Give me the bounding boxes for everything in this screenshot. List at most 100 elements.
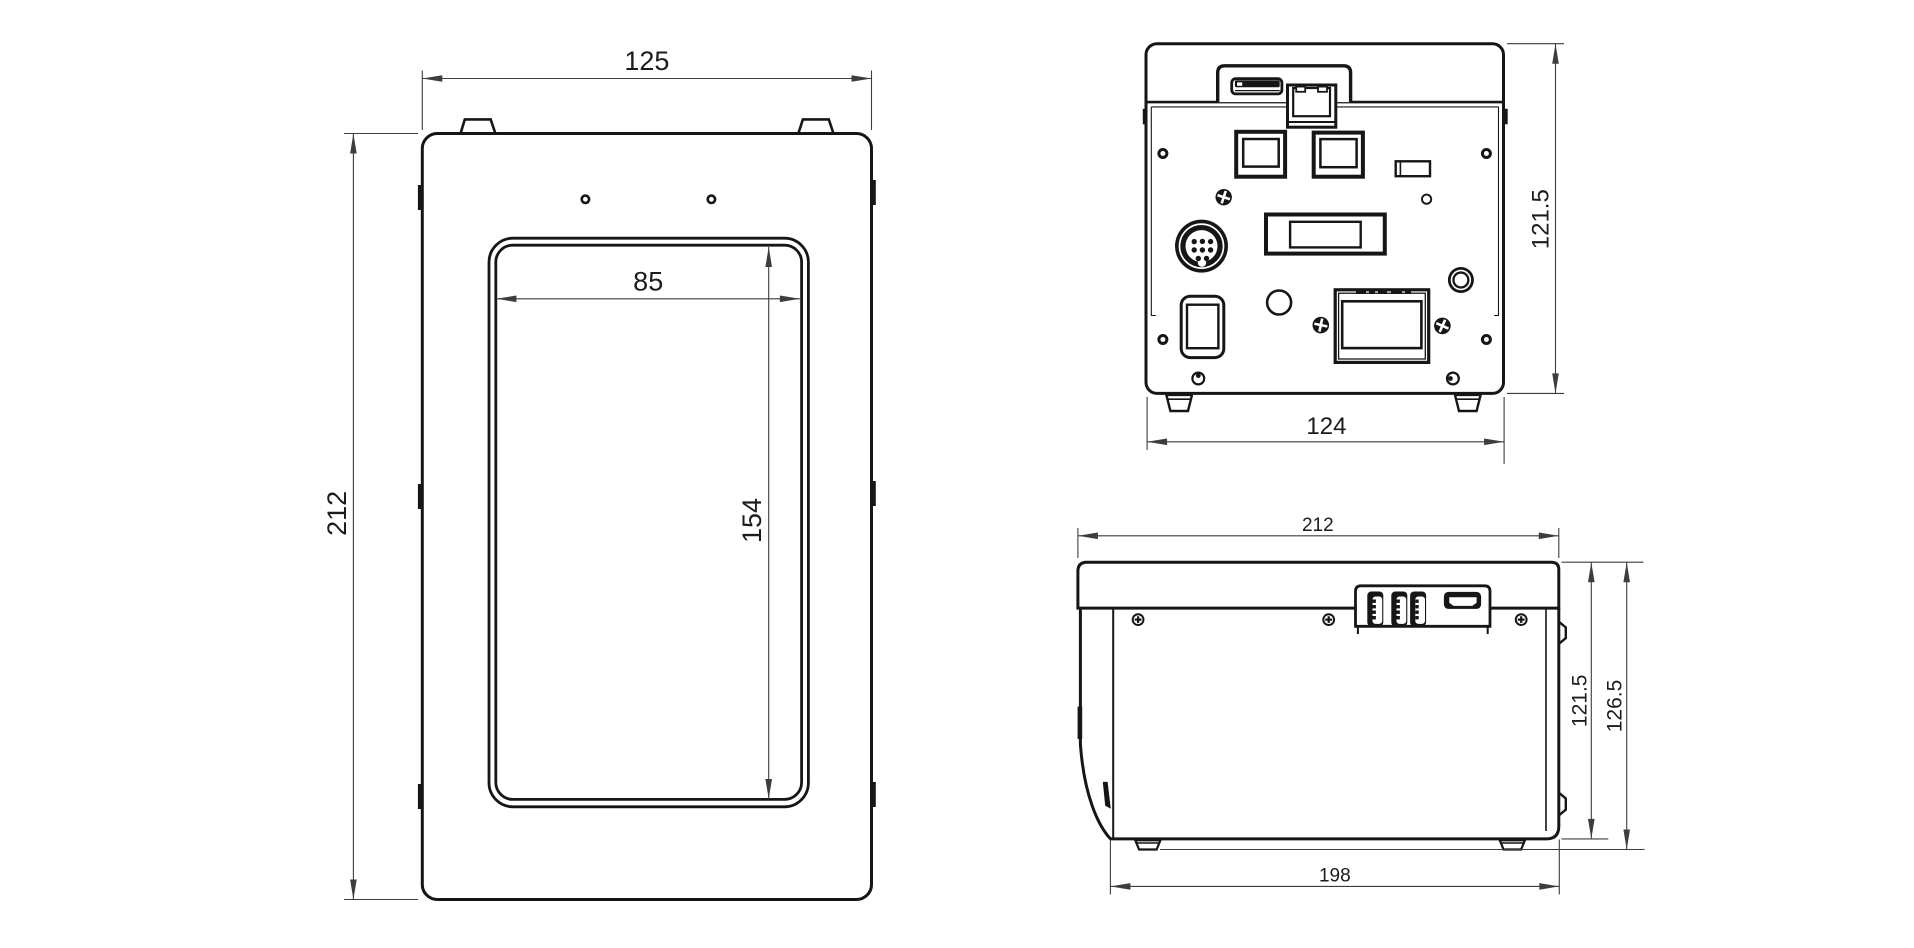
dim-front-width: 125 — [421, 46, 873, 130]
side-tab-bottom — [1558, 791, 1567, 817]
side-screw-1 — [1131, 613, 1145, 626]
back-foot-left — [1164, 393, 1194, 413]
dim-label-side-overall-height: 126.5 — [1604, 680, 1627, 733]
screw-outline — [1514, 613, 1528, 626]
screw-cross-v — [1317, 317, 1324, 333]
dim-label-back-height: 121.5 — [1527, 189, 1554, 249]
back-phillips-screw-1 — [1215, 188, 1232, 206]
screw-outline — [1322, 613, 1336, 626]
arrowhead — [765, 247, 772, 267]
arrowhead — [1077, 532, 1098, 540]
side-front-notch — [1077, 706, 1083, 739]
din-pin — [1191, 238, 1197, 245]
side-foot-right — [1498, 839, 1527, 851]
back-panel-edges — [1150, 106, 1500, 317]
back-notch-right — [1503, 108, 1508, 125]
power-switch-outline — [1179, 294, 1226, 360]
usb-port-1 — [1367, 591, 1384, 627]
back-din-connector — [1175, 219, 1228, 273]
front-notch-right-mid — [871, 481, 876, 506]
back-square-connector-left — [1234, 129, 1288, 179]
screw-outline — [1191, 371, 1206, 386]
arrowhead — [1588, 562, 1595, 583]
back-sd-slot — [1230, 77, 1284, 96]
din-pin — [1191, 247, 1197, 253]
back-slot-screw-right — [1445, 371, 1460, 386]
connector-opening — [1241, 137, 1280, 168]
back-panel-edge-left — [1150, 106, 1156, 317]
screw-cross-v — [1438, 318, 1447, 334]
front-dimensions: 125 212 85 154 — [322, 46, 873, 901]
arrowhead — [350, 133, 357, 154]
back-panel-edge-right — [1494, 106, 1500, 317]
connector-outline — [1311, 130, 1365, 179]
back-foot-right — [1453, 393, 1483, 413]
side-lid-outline — [1076, 560, 1561, 610]
din-ring — [1178, 223, 1225, 269]
arrowhead — [1588, 818, 1595, 839]
arrowhead — [496, 295, 517, 303]
dim-label-front-width: 125 — [624, 46, 669, 76]
hdmi-outline — [1333, 288, 1431, 364]
usb-contact — [1372, 610, 1376, 614]
hdmi-top-contacts — [1356, 290, 1411, 294]
front-notch-right-top — [871, 180, 876, 205]
front-hole-right — [706, 194, 717, 205]
din-pin — [1203, 255, 1210, 262]
usb-contact — [1372, 605, 1376, 609]
screw-rim — [1434, 317, 1451, 335]
hdmi-opening — [1340, 299, 1423, 350]
usb-contact — [1415, 610, 1419, 614]
usb-contacts — [1415, 599, 1419, 620]
back-notch-left — [1142, 108, 1147, 125]
side-hdmi-port — [1443, 591, 1482, 609]
dim-side-bottom-width: 198 — [1109, 839, 1560, 895]
din-pin — [1199, 238, 1206, 245]
dim-label-back-width: 124 — [1306, 413, 1346, 440]
side-usb-recess — [1354, 584, 1492, 634]
back-power-switch — [1179, 294, 1226, 360]
ethernet-opening — [1292, 86, 1332, 118]
contact — [1356, 290, 1366, 294]
dim-side-top-width: 212 — [1077, 515, 1560, 558]
screw-outline — [1131, 613, 1145, 626]
side-screw-2 — [1322, 613, 1336, 626]
arrowhead — [1552, 373, 1559, 394]
usb-contact — [1415, 616, 1419, 620]
back-hdmi-connector — [1333, 288, 1431, 364]
side-screw-3 — [1514, 613, 1528, 626]
power-switch-rocker — [1185, 303, 1220, 350]
side-tab-top — [1558, 620, 1567, 645]
dim-back-width: 124 — [1146, 397, 1505, 464]
front-notch-left-mid — [417, 484, 423, 509]
back-hole-bottom-left — [1157, 334, 1169, 345]
back-hole-top-right — [1480, 148, 1492, 159]
usb-contacts — [1372, 599, 1376, 620]
ethernet-key-left — [1295, 85, 1307, 93]
din-pins — [1191, 238, 1214, 262]
screw-cross-v — [1220, 189, 1228, 205]
side-body-outline — [1078, 608, 1561, 841]
arrowhead — [851, 75, 872, 82]
hdmi-slot — [1449, 597, 1477, 606]
front-top-bump-right — [797, 118, 835, 134]
ethernet-outline — [1286, 83, 1338, 129]
side-foot-left — [1133, 839, 1163, 851]
back-dimensions: 124 121.5 — [1146, 43, 1564, 464]
dim-front-window-height: 154 — [737, 247, 772, 799]
dim-back-height: 121.5 — [1507, 43, 1564, 394]
front-top-bump-left — [459, 118, 497, 134]
arrowhead — [1623, 562, 1630, 583]
back-slot-screw-left — [1191, 371, 1206, 386]
usb-contact — [1396, 616, 1400, 620]
back-phillips-screw-2 — [1312, 316, 1330, 334]
arrowhead — [1147, 438, 1168, 446]
front-edge-notches — [417, 180, 876, 809]
display-window — [1288, 220, 1362, 249]
display-outline — [1264, 212, 1387, 256]
screw-cross — [1325, 616, 1333, 623]
usb-contact — [1415, 605, 1419, 609]
switch-outline — [1394, 160, 1432, 178]
